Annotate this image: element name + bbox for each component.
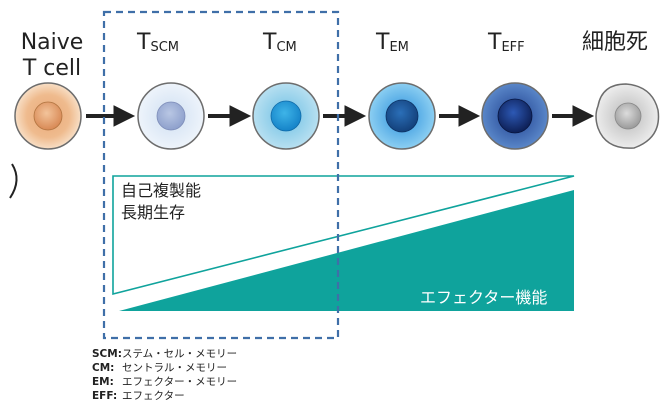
- self-renewal-triangle: [112, 175, 575, 296]
- tcm-cell: [252, 82, 320, 150]
- tem-label-main: T: [376, 30, 390, 55]
- legend-text: セントラル・メモリー: [122, 362, 227, 374]
- naive-cell: [14, 82, 82, 150]
- arrow-teff-to-death: [552, 105, 595, 127]
- tcm-label-sub: CM: [276, 40, 297, 55]
- self-renewal-line2: 長期生存: [121, 203, 186, 222]
- teff-cell: [481, 82, 549, 150]
- naive-label-line2: T cell: [22, 56, 82, 81]
- arrow-tscm-to-tcm: [208, 105, 252, 127]
- effector-function-label: エフェクター機能: [420, 288, 548, 307]
- teff-label-sub: EFF: [501, 40, 525, 55]
- legend-abbr: CM:: [92, 362, 115, 374]
- legend-row: CM: セントラル・メモリー: [92, 361, 237, 375]
- naive-label: Naive T cell: [14, 30, 90, 82]
- legend-text: ステム・セル・メモリー: [122, 348, 238, 360]
- tcm-label-main: T: [263, 30, 277, 55]
- legend-row: EFF: エフェクター: [92, 389, 237, 403]
- tcm-label: TCM: [263, 30, 297, 61]
- arrow-naive-to-tscm: [86, 105, 136, 127]
- self-renewal-line1: 自己複製能: [121, 181, 202, 200]
- legend-abbr: EFF:: [92, 390, 118, 402]
- legend-text: エフェクター: [122, 390, 185, 402]
- cell-death-label: 細胞死: [582, 30, 649, 55]
- self-renewal-label: 自己複製能 長期生存: [121, 180, 201, 224]
- arrows: [86, 105, 595, 127]
- tem-label-sub: EM: [389, 40, 409, 55]
- cropped-edge-mark: [9, 163, 18, 199]
- legend-abbr: SCM:: [92, 348, 122, 360]
- legend-abbr: EM:: [92, 376, 114, 388]
- tem-label: TEM: [376, 30, 409, 61]
- tem-cell: [368, 82, 436, 150]
- teff-label: TEFF: [488, 30, 525, 61]
- tscm-tcm-dashed-box: [102, 10, 340, 340]
- tscm-label-sub: SCM: [150, 40, 179, 55]
- naive-label-line1: Naive: [20, 30, 84, 55]
- legend-text: エフェクター・メモリー: [122, 376, 238, 388]
- teff-label-main: T: [488, 30, 502, 55]
- legend-row: SCM:ステム・セル・メモリー: [92, 347, 237, 361]
- tscm-label-main: T: [137, 30, 151, 55]
- arrow-tem-to-teff: [439, 105, 481, 127]
- arrow-tcm-to-tem: [323, 105, 367, 127]
- effector-function-triangle: [119, 190, 574, 311]
- tscm-cell: [137, 82, 205, 150]
- legend-row: EM: エフェクター・メモリー: [92, 375, 237, 389]
- dead-cell: [595, 83, 660, 149]
- abbreviation-legend: SCM:ステム・セル・メモリー CM: セントラル・メモリー EM: エフェクター・…: [92, 347, 237, 403]
- tscm-label: TSCM: [137, 30, 179, 61]
